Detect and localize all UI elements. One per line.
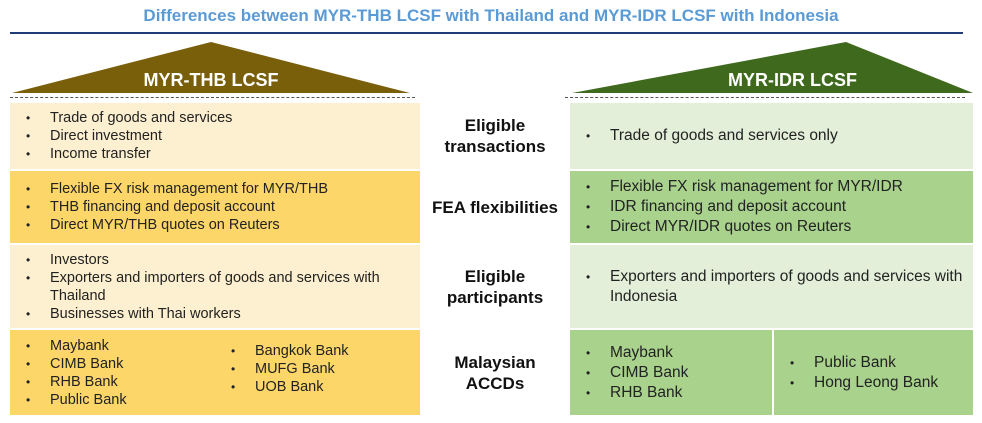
list-item: Businesses with Thai workers — [26, 305, 386, 323]
list-item: Flexible FX risk management for MYR/THB — [26, 180, 420, 198]
list-item: Hong Leong Bank — [790, 373, 973, 393]
page-title: Differences between MYR-THB LCSF with Th… — [143, 6, 839, 25]
left-heading: MYR-THB LCSF — [143, 70, 279, 90]
list-item: Flexible FX risk management for MYR/IDR — [586, 177, 973, 197]
title-underline — [10, 32, 963, 34]
right-heading: MYR-IDR LCSF — [728, 70, 857, 90]
list-item: Maybank — [586, 343, 772, 363]
right-divider — [565, 97, 965, 98]
list-item: Maybank — [26, 337, 231, 355]
list-item: IDR financing and deposit account — [586, 197, 973, 217]
left-divider — [10, 97, 415, 98]
list-item: Public Bank — [790, 353, 973, 373]
list-item: UOB Bank — [231, 378, 349, 396]
list-item: Trade of goods and services only — [586, 126, 973, 146]
label-malaysian-accds: Malaysian ACCDs — [454, 352, 536, 393]
left-accds: MaybankCIMB BankRHB BankPublic Bank Bang… — [10, 330, 420, 415]
list-item: Direct investment — [26, 127, 420, 145]
list-item: RHB Bank — [586, 383, 772, 403]
list-item: Trade of goods and services — [26, 109, 420, 127]
list-item: THB financing and deposit account — [26, 198, 420, 216]
right-eligible-participants: Exporters and importers of goods and ser… — [570, 245, 973, 328]
left-fea-flexibilities: Flexible FX risk management for MYR/THBT… — [10, 171, 420, 243]
list-item: CIMB Bank — [586, 363, 772, 383]
list-item: Investors — [26, 251, 386, 269]
list-item: RHB Bank — [26, 373, 231, 391]
list-item: Public Bank — [26, 391, 231, 409]
list-item: MUFG Bank — [231, 360, 349, 378]
list-item: Direct MYR/THB quotes on Reuters — [26, 216, 420, 234]
list-item: Direct MYR/IDR quotes on Reuters — [586, 217, 973, 237]
left-eligible-participants: InvestorsExporters and importers of good… — [10, 245, 420, 328]
list-item: Exporters and importers of goods and ser… — [586, 267, 966, 307]
left-roof — [12, 42, 410, 93]
right-roof — [572, 42, 973, 93]
list-item: CIMB Bank — [26, 355, 231, 373]
right-accds-col1: MaybankCIMB BankRHB Bank — [570, 330, 772, 415]
label-fea-flexibilities: FEA flexibilities — [432, 197, 558, 217]
label-eligible-participants: Eligible participants — [446, 266, 544, 307]
right-fea-flexibilities: Flexible FX risk management for MYR/IDRI… — [570, 171, 973, 243]
list-item: Exporters and importers of goods and ser… — [26, 269, 386, 305]
list-item: Income transfer — [26, 145, 420, 163]
list-item: Bangkok Bank — [231, 342, 349, 360]
right-eligible-transactions: Trade of goods and services only — [570, 103, 973, 169]
label-eligible-transactions: Eligible transactions — [444, 116, 546, 156]
right-accds-col2: Public BankHong Leong Bank — [774, 330, 973, 415]
left-eligible-transactions: Trade of goods and servicesDirect invest… — [10, 103, 420, 169]
